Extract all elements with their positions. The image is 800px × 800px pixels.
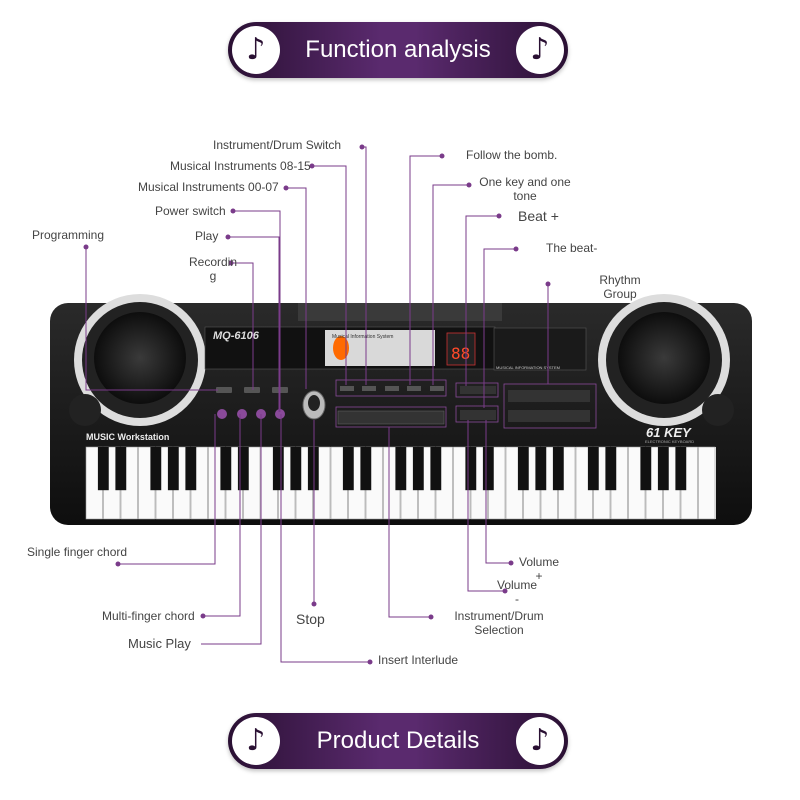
- callout-dots: [83, 144, 551, 665]
- label-programming: Programming: [32, 228, 105, 242]
- label-instrument-drum-switch: Instrument/Drum Switch: [213, 138, 342, 152]
- black-key: [97, 447, 109, 491]
- label-musical-instruments-08-15: Musical Instruments 08-15: [170, 159, 311, 173]
- black-key: [115, 447, 127, 491]
- label-volume-plus: Volume +: [518, 555, 560, 583]
- led-display: 88: [451, 344, 470, 363]
- label-insert-interlude: Insert Interlude: [378, 653, 459, 667]
- black-key: [412, 447, 424, 491]
- label-music-play: Music Play: [128, 636, 191, 651]
- black-key: [307, 447, 319, 491]
- label-recording: Recordin g: [188, 255, 238, 283]
- music-note-icon: ♪: [232, 717, 280, 765]
- label-stop: Stop: [296, 611, 325, 627]
- label-multi-finger-chord: Multi-finger chord: [102, 609, 195, 623]
- label-volume-minus: Volume -: [496, 578, 538, 606]
- left-speaker: [74, 294, 206, 426]
- black-key: [290, 447, 302, 491]
- black-key: [675, 447, 687, 491]
- black-key: [657, 447, 669, 491]
- banner-title: Function analysis: [305, 36, 491, 63]
- label-power-switch: Power switch: [155, 204, 226, 218]
- black-key: [605, 447, 617, 491]
- black-key: [517, 447, 529, 491]
- black-key: [482, 447, 494, 491]
- keys-sublabel: ELECTRONIC KEYBOARD: [645, 439, 694, 444]
- black-key: [552, 447, 564, 491]
- label-beat-plus: Beat +: [518, 208, 559, 224]
- info-system-label: Musical Information System: [332, 334, 393, 340]
- music-note-icon: ♪: [516, 717, 564, 765]
- white-key: [698, 446, 716, 520]
- black-key: [167, 447, 179, 491]
- brand-label: MUSIC Workstation: [86, 432, 169, 442]
- black-key: [272, 447, 284, 491]
- label-rhythm-group: Rhythm Group: [599, 273, 641, 301]
- black-key: [465, 447, 477, 491]
- black-key: [150, 447, 162, 491]
- black-key: [237, 447, 249, 491]
- music-note-icon: ♪: [516, 26, 564, 74]
- callout-lines: [85, 146, 549, 663]
- black-key: [535, 447, 547, 491]
- black-key: [640, 447, 652, 491]
- black-key: [342, 447, 354, 491]
- label-musical-instruments-00-07: Musical Instruments 00-07: [138, 180, 279, 194]
- banner-title: Product Details: [316, 727, 480, 754]
- label-play: Play: [195, 229, 219, 243]
- info-system-label-2: MUSICAL INFORMATION SYSTEM: [496, 365, 560, 370]
- black-key: [360, 447, 372, 491]
- black-key: [430, 447, 442, 491]
- black-keys: [97, 447, 687, 491]
- keys-label: 61 KEY: [646, 425, 692, 440]
- black-key: [185, 447, 197, 491]
- label-the-beat-minus: The beat-: [546, 241, 598, 255]
- music-note-icon: ♪: [232, 26, 280, 74]
- label-one-key-one-tone: One key and one tone: [479, 175, 571, 203]
- black-key: [587, 447, 599, 491]
- product-details-banner: ♪ Product Details ♪: [228, 713, 568, 769]
- function-analysis-banner: ♪ Function analysis ♪: [228, 22, 568, 78]
- model-label: MQ-6106: [213, 330, 260, 342]
- black-key: [395, 447, 407, 491]
- label-single-finger-chord: Single finger chord: [27, 545, 128, 559]
- black-key: [220, 447, 232, 491]
- label-follow-the-bomb: Follow the bomb.: [466, 148, 558, 162]
- right-speaker: [598, 294, 730, 426]
- label-instrument-drum-selection: Instrument/Drum Selection: [454, 609, 544, 637]
